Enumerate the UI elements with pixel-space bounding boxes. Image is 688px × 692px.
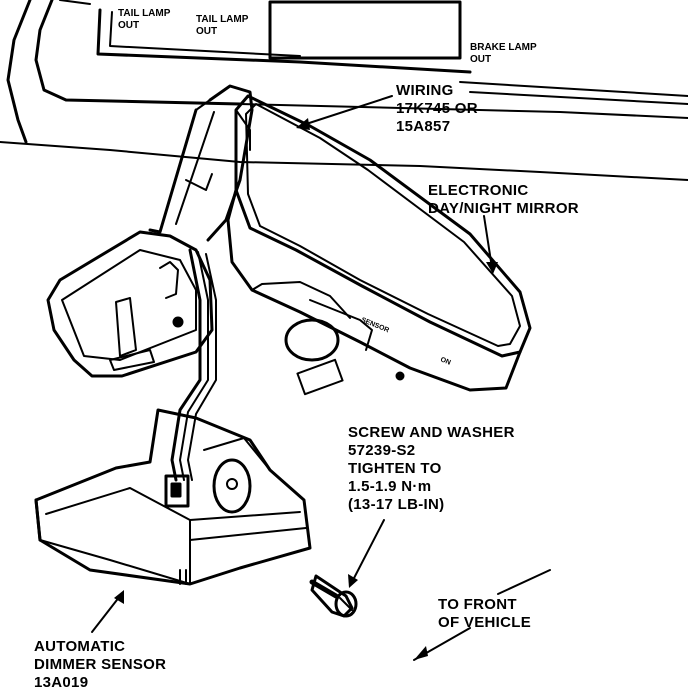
tail-lamp-label-2: TAIL LAMP OUT xyxy=(196,14,249,37)
front-arrow-upper xyxy=(497,569,551,595)
tail-lamp-label-1: TAIL LAMP OUT xyxy=(118,8,171,31)
screw-arrow-icon xyxy=(348,574,358,588)
arrow-heads xyxy=(114,118,498,604)
sensor-arrow-icon xyxy=(114,590,124,604)
wiring-leader xyxy=(299,95,393,127)
wiring-callout: WIRING 17K745 OR 15A857 xyxy=(396,82,478,135)
sensor-callout: AUTOMATIC DIMMER SENSOR 13A019 xyxy=(34,638,167,691)
mounting-bracket xyxy=(46,230,214,378)
mirror-support-arm xyxy=(148,84,254,242)
mirror-callout: ELECTRONIC DAY/NIGHT MIRROR xyxy=(428,182,579,217)
mirror-housing xyxy=(226,188,522,396)
screw-callout: SCREW AND WASHER 57239-S2 TIGHTEN TO 1.5… xyxy=(348,424,515,513)
wiring-arrow-icon xyxy=(296,118,310,130)
front-arrow-icon xyxy=(414,646,428,660)
sensor-leader xyxy=(91,595,121,633)
wiring-harness xyxy=(164,109,251,508)
mirror-leader xyxy=(483,215,493,269)
brake-lamp-label: BRAKE LAMP OUT xyxy=(470,42,537,65)
screw-leader xyxy=(351,519,385,583)
front-of-vehicle-callout: TO FRONT OF VEHICLE xyxy=(438,596,532,631)
headliner-lines xyxy=(0,0,688,181)
mirror-arrow-icon xyxy=(486,262,498,274)
leader-lines xyxy=(91,95,493,633)
front-direction-arrows xyxy=(413,569,551,661)
screw-and-washer xyxy=(309,574,358,618)
dimmer-sensor-body xyxy=(34,408,312,586)
overhead-indicator-panel xyxy=(96,0,472,74)
